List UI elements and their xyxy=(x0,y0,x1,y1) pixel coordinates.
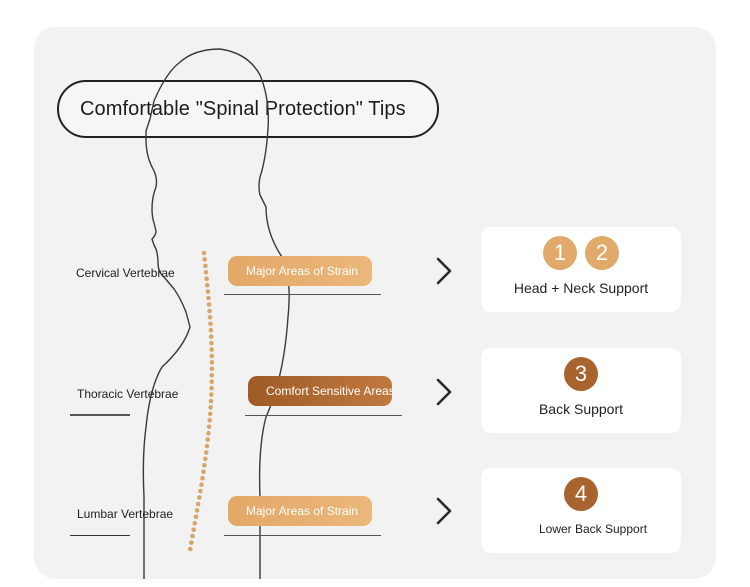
chevron-right-icon xyxy=(436,497,452,525)
spine-dot xyxy=(207,411,213,417)
chevron-right-icon xyxy=(436,257,452,285)
spine-dot xyxy=(206,302,212,307)
spine-dot xyxy=(209,353,215,359)
support-box-lower-back: 4 Lower Back Support xyxy=(481,468,681,553)
spine-dot xyxy=(198,488,203,494)
spine-dot xyxy=(204,276,209,281)
strain-tag-lumbar: Major Areas of Strain xyxy=(228,496,372,526)
support-label-lower-back: Lower Back Support xyxy=(538,522,648,536)
spine-dot xyxy=(208,321,213,327)
sensitive-tag-back-label: Comfort Sensitive Areas xyxy=(266,384,392,398)
spine-dot xyxy=(201,469,206,475)
spine-dot xyxy=(203,263,208,269)
cervical-vertebrae-label: Cervical Vertebrae xyxy=(76,266,175,280)
spine-dot xyxy=(202,463,207,468)
spine-dot xyxy=(209,392,214,397)
lumbar-vertebrae-label: Lumbar Vertebrae xyxy=(77,507,174,521)
spine-dot xyxy=(202,257,207,262)
spine-dot xyxy=(201,250,207,256)
strain-tag-neck: Major Areas of Strain xyxy=(228,256,372,286)
spine-dot xyxy=(199,482,204,488)
spine-dot xyxy=(205,289,211,294)
spine-dot xyxy=(209,373,215,378)
spine-dot xyxy=(203,270,209,275)
support-box-head-neck: 1 2 Head + Neck Support xyxy=(481,227,681,312)
body-silhouette-illustration xyxy=(142,48,290,579)
spine-dot xyxy=(190,533,195,539)
spine-dot xyxy=(203,456,208,462)
spine-dot xyxy=(209,340,214,346)
strain-tag-neck-label: Major Areas of Strain xyxy=(246,264,359,278)
spine-dot xyxy=(205,282,210,288)
thoracic-vertebrae-label: Thoracic Vertebrae xyxy=(77,387,179,401)
spine-dot xyxy=(203,450,209,455)
chevron-right-icon xyxy=(436,378,452,406)
spine-dot xyxy=(209,366,215,372)
sensitive-tag-back-line xyxy=(245,415,402,416)
lumbar-underline xyxy=(70,535,130,536)
spine-dot xyxy=(208,405,213,410)
spine-dot xyxy=(188,546,193,552)
spine-dot xyxy=(200,475,205,481)
spine-dot xyxy=(209,379,214,385)
strain-tag-lumbar-label: Major Areas of Strain xyxy=(246,504,359,518)
title-pill: Comfortable "Spinal Protection" Tips xyxy=(57,80,439,138)
support-label-back: Back Support xyxy=(538,401,624,417)
spine-dot xyxy=(207,308,212,314)
spine-dot xyxy=(197,495,202,500)
spine-dot xyxy=(206,424,212,430)
spine-dot xyxy=(192,521,198,526)
step-badge-4: 4 xyxy=(564,477,598,511)
thoracic-underline xyxy=(70,414,130,416)
step-badge-3: 3 xyxy=(564,357,598,391)
spine-dot xyxy=(195,501,201,507)
strain-tag-lumbar-line xyxy=(224,535,381,536)
spine-dot xyxy=(205,437,211,442)
spine-dot xyxy=(194,508,200,513)
spine-dot xyxy=(206,295,211,301)
spine-dot xyxy=(204,443,210,449)
page-title: Comfortable "Spinal Protection" Tips xyxy=(80,97,406,120)
spine-dot xyxy=(193,514,199,520)
spine-dot xyxy=(189,540,194,545)
infographic-card: Comfortable "Spinal Protection" Tips Cer… xyxy=(34,27,716,579)
spine-dot xyxy=(209,347,214,352)
strain-tag-neck-line xyxy=(224,294,381,295)
step-badge-2: 2 xyxy=(585,236,619,270)
spine-dot xyxy=(208,334,214,340)
spine-dots xyxy=(188,250,215,552)
sensitive-tag-back: Comfort Sensitive Areas xyxy=(248,376,392,406)
spine-dot xyxy=(206,430,211,436)
body-outline xyxy=(142,48,290,579)
support-label-head-neck: Head + Neck Support xyxy=(513,280,649,296)
spine-dot xyxy=(191,527,196,532)
cervical-underline xyxy=(70,295,130,296)
step-badge-1: 1 xyxy=(543,236,577,270)
support-box-back: 3 Back Support xyxy=(481,348,681,433)
spine-dot xyxy=(208,398,214,404)
spine-dot xyxy=(207,315,213,320)
spine-dot xyxy=(209,360,215,365)
spine-dot xyxy=(209,385,214,391)
spine-dot xyxy=(207,418,212,423)
spine-dot xyxy=(208,327,214,333)
